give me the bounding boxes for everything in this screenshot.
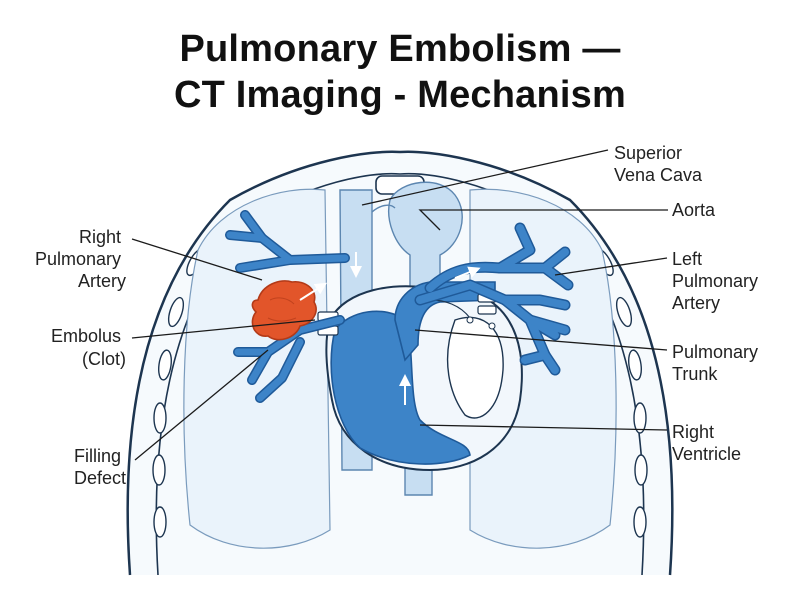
label-right-ventricle: Right Ventricle [672, 422, 741, 464]
leader-aorta [418, 209, 668, 231]
leader-superior-vena-cava [361, 149, 609, 206]
label-filling-defect: Filling Defect [74, 446, 126, 488]
leader-embolus [131, 319, 316, 339]
label-superior-vena-cava: Superior Vena Cava [614, 143, 703, 185]
title-line-1: Pulmonary Embolism — [179, 28, 621, 70]
diagram-title: Pulmonary Embolism — CT Imaging - Mechan… [0, 26, 800, 118]
flow-arrows [299, 252, 481, 405]
label-left-pulmonary-artery: Left Pulmonary Artery [672, 249, 763, 313]
label-embolus: Embolus (Clot) [51, 326, 126, 369]
label-right-pulmonary-artery: Right Pulmonary Artery [35, 227, 126, 291]
label-pulmonary-trunk: Pulmonary Trunk [672, 342, 763, 384]
rib-segments [152, 247, 648, 538]
leader-filling-defect [134, 349, 269, 461]
leader-right-pulmonary-artery [131, 238, 263, 281]
left-pulmonary-artery-branches [414, 222, 574, 376]
label-aorta: Aorta [672, 200, 716, 220]
leader-lines [131, 149, 668, 461]
leader-left-pulmonary-artery [554, 257, 668, 276]
aortic-arch [388, 181, 463, 301]
left-lung [469, 188, 617, 549]
title-line-2: CT Imaging - Mechanism [173, 74, 626, 116]
leader-right-ventricle [419, 424, 668, 431]
leader-pulmonary-trunk [414, 329, 668, 351]
